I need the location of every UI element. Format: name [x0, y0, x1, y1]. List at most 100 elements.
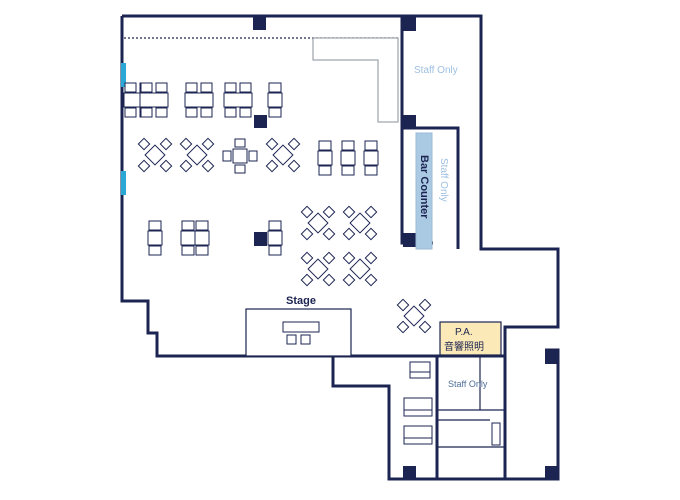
- chair: [222, 150, 232, 162]
- table: [349, 212, 371, 234]
- pillar: [254, 232, 267, 246]
- chair: [268, 82, 282, 93]
- chair: [124, 107, 137, 118]
- chair: [185, 82, 198, 93]
- staff-only-label-top: Staff Only: [414, 65, 458, 76]
- table: [349, 258, 371, 280]
- chair: [181, 245, 195, 256]
- table: [194, 230, 210, 246]
- pillar: [254, 115, 267, 128]
- table: [180, 230, 196, 246]
- chair: [322, 227, 336, 241]
- chair: [179, 159, 193, 173]
- stage-chair: [300, 334, 311, 345]
- chair: [300, 227, 314, 241]
- table: [223, 92, 253, 108]
- chair: [300, 273, 314, 287]
- chair: [342, 273, 356, 287]
- table: [267, 230, 283, 246]
- chair: [248, 150, 258, 162]
- chair: [201, 159, 215, 173]
- chair: [200, 82, 213, 93]
- table: [317, 150, 333, 166]
- chair: [364, 251, 378, 265]
- pillar: [402, 17, 416, 31]
- chair: [396, 320, 410, 334]
- stage-chair: [286, 334, 297, 345]
- chair: [185, 107, 198, 118]
- chair: [239, 107, 252, 118]
- chair: [300, 251, 314, 265]
- outer-wall: [122, 14, 560, 481]
- chair: [342, 251, 356, 265]
- chair: [155, 107, 168, 118]
- table: [340, 150, 356, 166]
- pa-label: P.A.: [455, 327, 473, 338]
- table: [403, 305, 425, 327]
- pillar: [403, 233, 416, 247]
- chair: [140, 82, 153, 93]
- chair: [364, 273, 378, 287]
- staff-room-top-wall: [400, 16, 460, 249]
- back-counter: [312, 37, 399, 123]
- chair: [364, 140, 378, 151]
- chair: [341, 165, 355, 176]
- sofa-seat: [409, 371, 431, 379]
- chair: [137, 137, 151, 151]
- chair: [268, 220, 282, 231]
- chair: [322, 273, 336, 287]
- chair: [200, 107, 213, 118]
- table: [272, 144, 294, 166]
- chair: [418, 320, 432, 334]
- chair: [322, 205, 336, 219]
- chair: [318, 140, 332, 151]
- chair: [155, 82, 168, 93]
- chair: [300, 205, 314, 219]
- chair: [341, 140, 355, 151]
- chair: [364, 165, 378, 176]
- table: [144, 144, 166, 166]
- chair: [342, 205, 356, 219]
- chair: [268, 245, 282, 256]
- table: [186, 144, 208, 166]
- stage-label: Stage: [286, 295, 316, 307]
- table: [147, 230, 163, 246]
- chair: [224, 107, 237, 118]
- chair: [364, 227, 378, 241]
- chair: [396, 298, 410, 312]
- chair: [342, 227, 356, 241]
- chair: [224, 82, 237, 93]
- chair: [195, 245, 209, 256]
- chair: [159, 159, 173, 173]
- table: [184, 92, 214, 108]
- sofa-seat: [403, 409, 433, 417]
- shelf: [491, 422, 501, 446]
- staff-only-label-side: Staff Only: [438, 158, 449, 202]
- staff-only-label-bottom: Staff Only: [448, 379, 488, 389]
- chair: [265, 159, 279, 173]
- chair: [179, 137, 193, 151]
- chair: [137, 159, 151, 173]
- chair: [287, 137, 301, 151]
- chair: [418, 298, 432, 312]
- chair: [195, 220, 209, 231]
- pa-booth: [439, 321, 502, 356]
- chair: [159, 137, 173, 151]
- table: [307, 258, 329, 280]
- pillar: [403, 115, 416, 128]
- chair: [322, 251, 336, 265]
- chair: [181, 220, 195, 231]
- pa-sub-label: 音響照明: [444, 340, 484, 353]
- chair: [201, 137, 215, 151]
- chair: [148, 245, 162, 256]
- door: [121, 63, 126, 87]
- chair: [234, 164, 246, 174]
- table: [139, 92, 169, 108]
- outer-wall-left: [120, 16, 333, 358]
- chair: [364, 205, 378, 219]
- chair: [265, 137, 279, 151]
- chair: [234, 138, 246, 148]
- table: [363, 150, 379, 166]
- chair: [124, 82, 137, 93]
